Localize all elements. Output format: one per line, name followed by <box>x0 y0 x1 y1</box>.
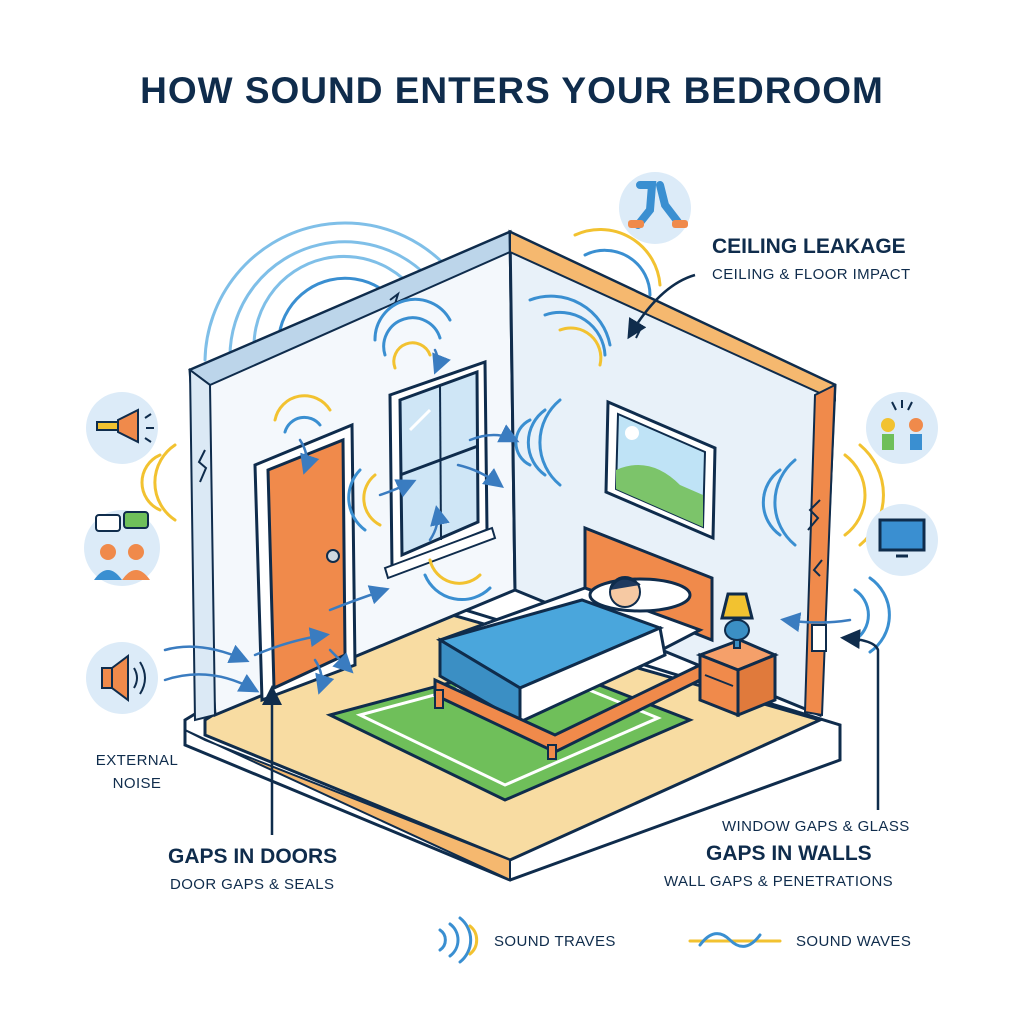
gaps-in-doors-title: GAPS IN DOORS <box>168 845 338 868</box>
external-noise-label-line2: NOISE <box>112 775 162 792</box>
lamp <box>720 592 754 649</box>
wall-outlet <box>811 624 827 652</box>
legend-line-icon <box>688 932 782 948</box>
legend-sound-waves: SOUND WAVES <box>796 933 912 950</box>
legend-sound-traves: SOUND TRAVES <box>494 933 616 950</box>
bed <box>433 525 714 760</box>
chat-people-icon <box>84 510 160 586</box>
speaker-icon <box>86 642 158 714</box>
ceiling-leakage-subtitle: CEILING & FLOOR IMPACT <box>712 266 911 283</box>
trumpet-icon <box>86 392 158 464</box>
ceiling-leakage-title: CEILING LEAKAGE <box>712 235 906 258</box>
gaps-in-doors-subtitle: DOOR GAPS & SEALS <box>170 876 335 893</box>
callout-lines <box>262 273 880 835</box>
gaps-in-walls-title: GAPS IN WALLS <box>706 842 872 865</box>
arguing-people-icon <box>866 392 938 464</box>
nightstand <box>695 638 779 718</box>
footsteps-icon <box>619 172 691 244</box>
door <box>253 422 357 703</box>
window-gaps-label: WINDOW GAPS & GLASS <box>722 818 910 835</box>
external-noise-label-line1: EXTERNAL <box>95 752 179 769</box>
legend-wave-icon <box>438 916 479 964</box>
gaps-in-walls-subtitle: WALL GAPS & PENETRATIONS <box>664 873 894 890</box>
wall-picture <box>604 399 717 541</box>
sound-arrows <box>163 348 852 695</box>
window <box>383 359 497 580</box>
tv-icon <box>866 504 938 576</box>
page-title: HOW SOUND ENTERS YOUR BEDROOM <box>140 70 884 111</box>
